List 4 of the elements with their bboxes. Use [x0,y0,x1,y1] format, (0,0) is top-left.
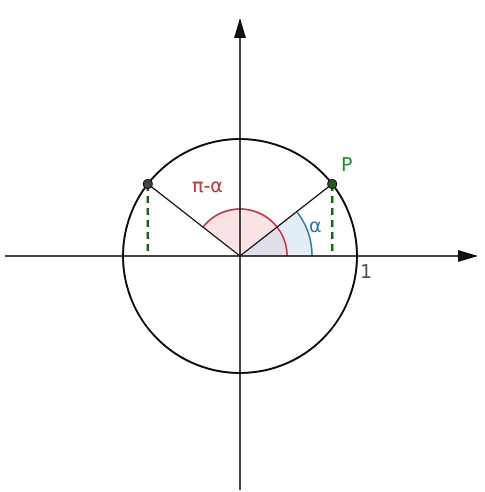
point-label: P [341,155,352,175]
angle-label: π-α [192,176,223,196]
tick-label: 1 [360,262,372,282]
angle-label: α [309,216,322,236]
